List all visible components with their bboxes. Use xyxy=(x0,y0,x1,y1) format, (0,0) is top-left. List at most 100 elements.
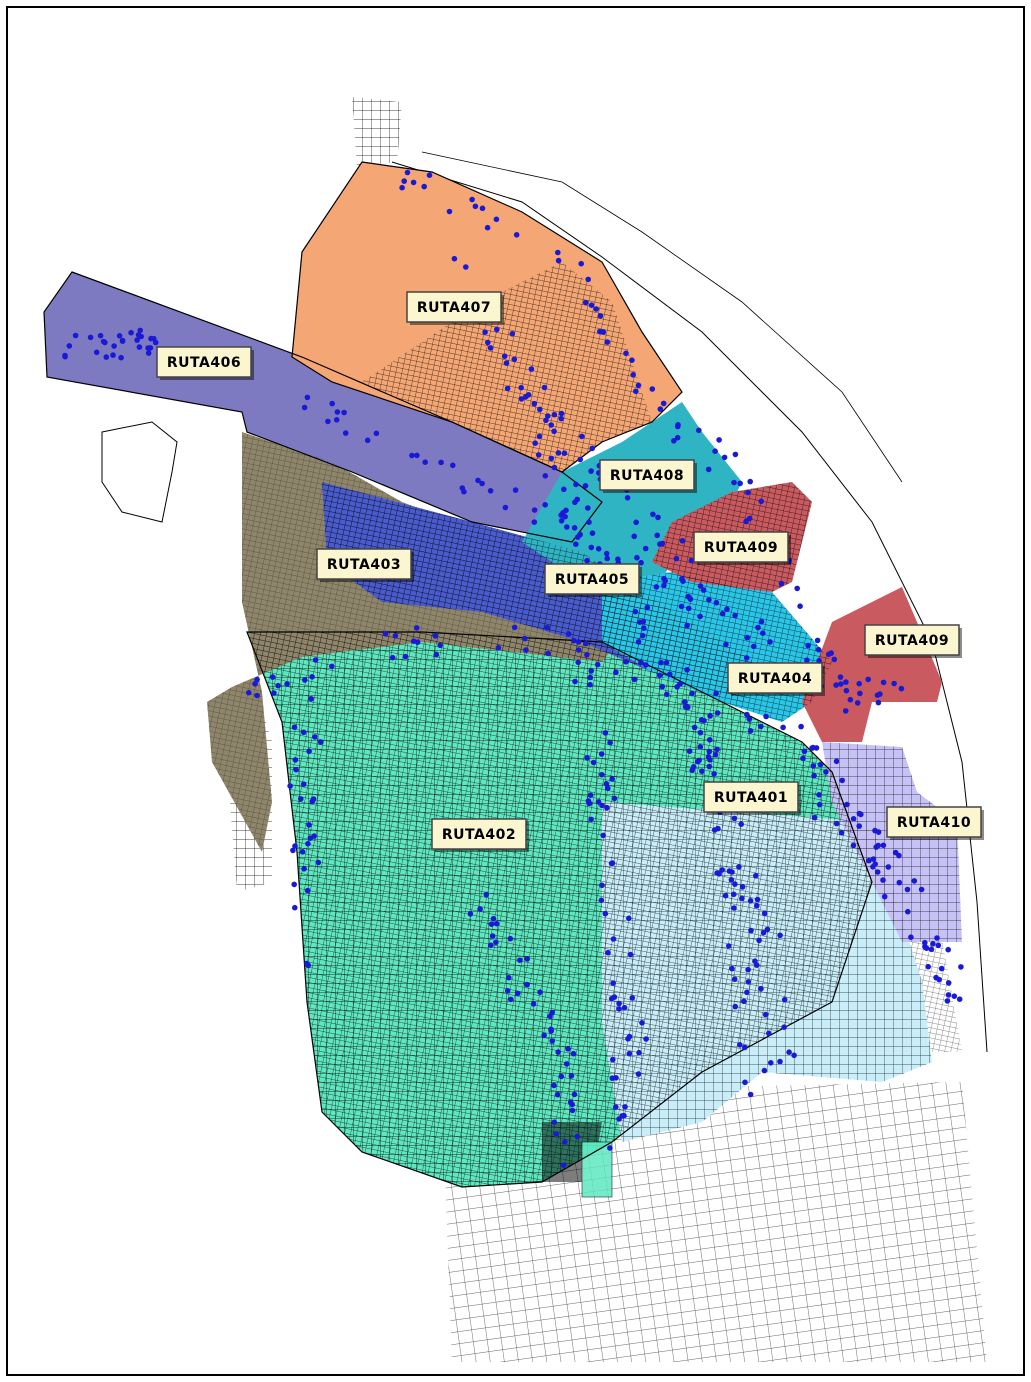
stop-point xyxy=(911,878,918,884)
stop-point xyxy=(616,1116,622,1122)
stop-point xyxy=(554,1091,561,1098)
route-map[interactable]: RUTA407RUTA406RUTA408RUTA409RUTA403RUTA4… xyxy=(8,8,1023,1374)
stop-point xyxy=(477,906,483,912)
stop-point xyxy=(857,690,863,697)
stop-point xyxy=(816,801,823,808)
stop-point xyxy=(905,908,911,915)
stop-point xyxy=(562,1139,568,1145)
stop-point xyxy=(551,428,557,435)
stop-point xyxy=(508,996,514,1003)
stop-point xyxy=(711,771,717,777)
stop-point xyxy=(856,810,863,817)
label-ruta405: RUTA405 xyxy=(544,563,642,597)
stop-point xyxy=(705,466,712,473)
stop-point xyxy=(382,631,389,637)
stop-point xyxy=(758,498,764,505)
stop-point xyxy=(800,755,806,762)
stop-point xyxy=(254,676,260,683)
stop-point xyxy=(563,1061,570,1067)
stop-point xyxy=(719,610,726,617)
stop-point xyxy=(302,677,308,683)
stop-point xyxy=(414,639,421,645)
stop-point xyxy=(737,1042,743,1048)
label-text: RUTA406 xyxy=(167,355,241,371)
stop-point xyxy=(551,1082,557,1089)
stop-point xyxy=(512,487,519,493)
stop-point xyxy=(817,761,824,768)
stop-point xyxy=(726,943,732,949)
stop-point xyxy=(951,993,958,999)
label-text: RUTA403 xyxy=(327,557,401,573)
stop-point xyxy=(401,178,408,184)
stop-point xyxy=(944,998,951,1004)
stop-point xyxy=(758,618,765,625)
stop-point xyxy=(610,1056,616,1063)
stop-point xyxy=(804,657,810,663)
stop-point xyxy=(674,684,680,690)
stop-point xyxy=(724,606,730,612)
stop-point xyxy=(545,413,551,419)
stop-point xyxy=(721,454,728,461)
stop-point xyxy=(488,921,495,927)
stop-point xyxy=(714,746,720,753)
stop-point xyxy=(663,660,670,666)
stop-point xyxy=(752,958,758,964)
label-text: RUTA410 xyxy=(897,815,971,831)
stop-point xyxy=(649,386,656,392)
stop-point xyxy=(688,557,695,564)
stop-point xyxy=(938,965,945,972)
stop-point xyxy=(956,996,963,1002)
stop-point xyxy=(582,483,589,489)
stop-point xyxy=(564,524,570,530)
stop-point xyxy=(684,667,690,673)
stop-point xyxy=(634,554,640,561)
stop-point xyxy=(805,642,811,649)
stop-point xyxy=(922,939,928,946)
stop-point xyxy=(504,988,511,994)
stop-point xyxy=(584,652,590,658)
stop-point xyxy=(746,716,753,722)
stop-point xyxy=(573,481,579,488)
stop-point xyxy=(880,842,887,849)
stop-point xyxy=(744,711,750,718)
stop-point xyxy=(608,860,615,867)
stop-point xyxy=(657,406,664,412)
stop-point xyxy=(778,580,785,587)
stop-point xyxy=(706,763,713,770)
stop-point xyxy=(686,748,693,754)
stop-point xyxy=(729,869,735,875)
label-text: RUTA405 xyxy=(555,572,629,588)
stop-point xyxy=(287,783,293,789)
stop-point xyxy=(758,985,764,992)
stop-point xyxy=(558,512,564,518)
stop-point xyxy=(655,514,661,521)
stop-point xyxy=(641,625,647,631)
stop-point xyxy=(791,1052,797,1059)
stop-point xyxy=(298,796,304,802)
stop-point xyxy=(768,1060,774,1066)
stop-point xyxy=(503,360,510,366)
stop-point xyxy=(602,730,609,736)
stop-point xyxy=(590,759,597,766)
stop-point xyxy=(697,744,703,750)
stop-point xyxy=(588,468,594,474)
stop-point xyxy=(777,1058,783,1065)
stop-point xyxy=(875,699,882,706)
stop-point xyxy=(541,1032,547,1039)
stop-point xyxy=(488,942,494,949)
stop-point xyxy=(528,366,535,372)
stop-point xyxy=(487,488,494,494)
stop-point xyxy=(487,345,494,351)
stop-point xyxy=(711,827,718,833)
stop-point xyxy=(292,757,299,763)
stop-point xyxy=(761,910,768,917)
stop-point xyxy=(479,480,485,487)
stop-point xyxy=(881,893,888,900)
stop-point xyxy=(541,384,548,391)
stop-point xyxy=(945,992,952,998)
stop-point xyxy=(659,683,666,690)
stop-point xyxy=(119,338,126,345)
stop-point xyxy=(603,781,610,787)
stop-point xyxy=(729,965,735,972)
stop-point xyxy=(842,708,849,714)
